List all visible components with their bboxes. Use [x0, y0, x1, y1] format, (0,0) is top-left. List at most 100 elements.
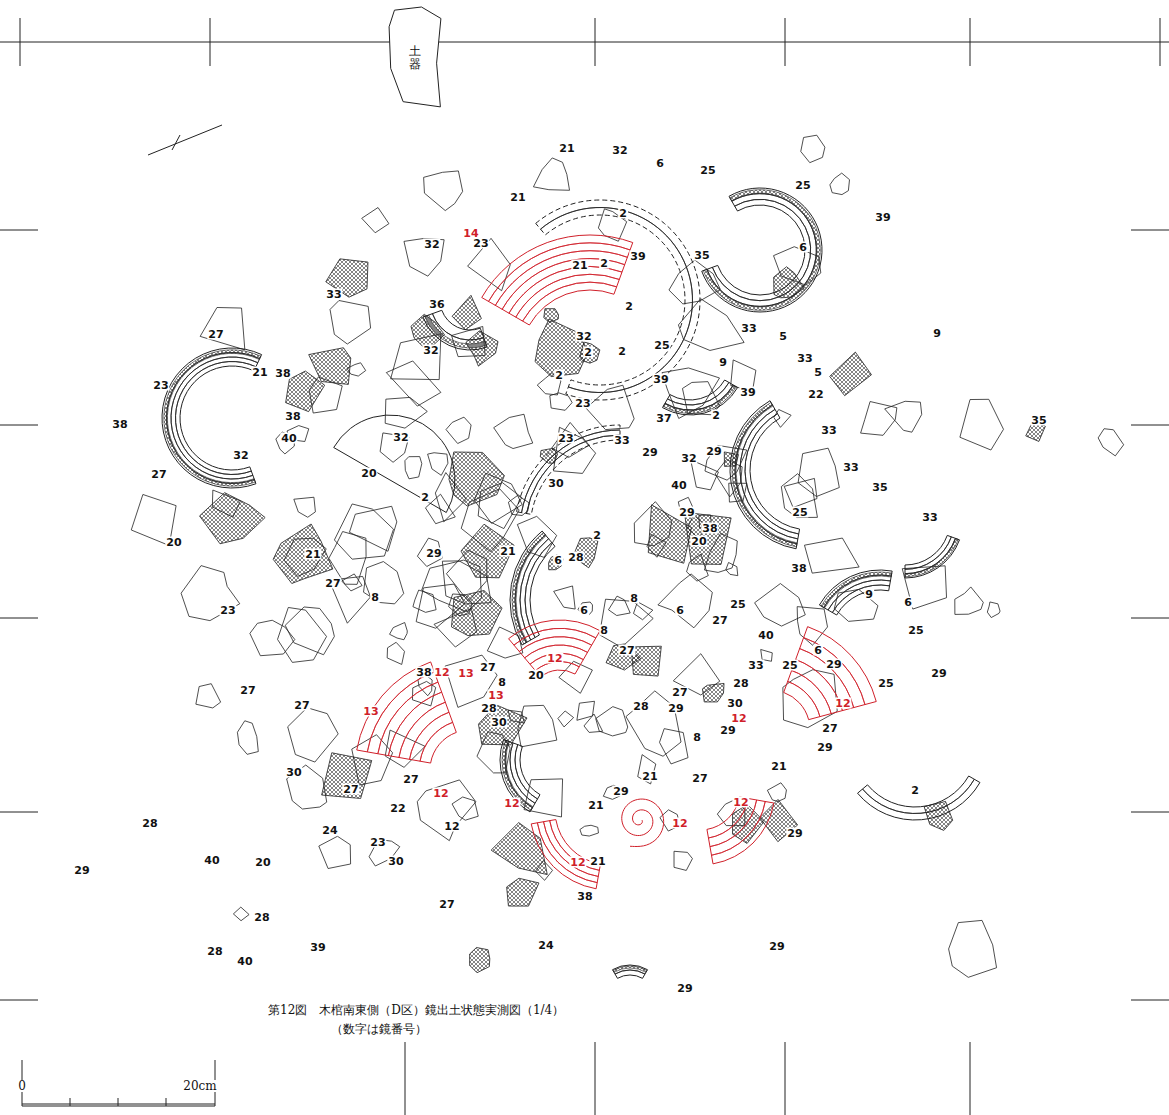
mirror-number: 21	[571, 260, 588, 271]
mirror-number: 39	[629, 251, 646, 262]
mirror-number: 23	[152, 380, 169, 391]
mirror-number: 27	[293, 700, 310, 711]
mirror-number: 33	[796, 353, 813, 364]
fragment-outline	[704, 533, 737, 572]
fragment-outline	[413, 590, 436, 612]
mirror-number: 23	[472, 238, 489, 249]
fragment-outline	[470, 947, 490, 972]
mirror-number: 29	[425, 548, 442, 559]
mirror-fragment	[517, 425, 620, 514]
scale-label: 20cm	[182, 1080, 217, 1092]
fragment-outline	[452, 797, 478, 820]
mirror-number: 35	[1030, 415, 1047, 426]
mirror-number: 20	[527, 670, 544, 681]
mirror-number: 6	[675, 605, 685, 616]
fragment-outline	[278, 607, 327, 662]
mirror-fragment	[784, 627, 877, 720]
fragment-outline	[606, 644, 641, 670]
spiral-pattern	[622, 799, 664, 846]
mirror-number: 27	[618, 645, 635, 656]
sherd-label: 土器	[409, 45, 421, 71]
section-mark	[148, 125, 222, 155]
fragment-outline	[196, 684, 221, 708]
fragment-outline	[949, 920, 997, 977]
fragment-outline	[449, 594, 473, 616]
mirror-fragment	[357, 662, 457, 763]
mirror-number: 9	[718, 357, 728, 368]
mirror-number: 21	[587, 800, 604, 811]
fragment-outline	[580, 825, 599, 836]
mirror-number: 6	[813, 645, 823, 656]
mirror-fragment	[858, 776, 980, 820]
fragment-outline	[578, 602, 592, 615]
fragment-outline	[288, 708, 338, 762]
mirror-number: 32	[422, 345, 439, 356]
fragment-outline	[233, 907, 249, 921]
fragment-outline	[801, 135, 825, 162]
mirror-number: 40	[757, 630, 774, 641]
figure-caption: 第12図 木棺南東側（D区）鏡出土状態実測図（1/4）	[268, 1003, 564, 1017]
mirror-number: 5	[778, 331, 788, 342]
mirror-number: 8	[599, 625, 609, 636]
fragment-outline	[349, 506, 396, 551]
mirror-number: 13	[487, 690, 504, 701]
fragment-outline	[442, 561, 491, 604]
mirror-number: 2	[583, 347, 593, 358]
mirror-number: 23	[219, 605, 236, 616]
mirror-number: 28	[632, 701, 649, 712]
mirror-number: 8	[692, 732, 702, 743]
mirror-number: 25	[781, 660, 798, 671]
fragment-outline	[294, 497, 316, 517]
fragment-outline	[364, 562, 404, 604]
mirror-number: 23	[369, 837, 386, 848]
fragment-outline	[404, 238, 444, 276]
mirror-number: 39	[652, 374, 669, 385]
fragment-outline	[687, 554, 709, 581]
mirror-number: 27	[821, 723, 838, 734]
mirror-number: 37	[655, 413, 672, 424]
mirror-number: 6	[553, 555, 563, 566]
mirror-number: 28	[141, 818, 158, 829]
fragment-outline	[544, 309, 559, 323]
mirror-number: 29	[612, 786, 629, 797]
mirror-number: 9	[932, 328, 942, 339]
mirror-number: 22	[807, 389, 824, 400]
mirror-number: 29	[768, 941, 785, 952]
mirror-number: 25	[791, 507, 808, 518]
mirror-number: 22	[389, 803, 406, 814]
mirror-number: 29	[667, 703, 684, 714]
mirror-number: 28	[206, 946, 223, 957]
mirror-fragment	[500, 739, 540, 811]
fragment-outline	[417, 538, 442, 566]
mirror-number: 12	[443, 821, 460, 832]
fragment-outline	[554, 586, 576, 609]
mirror-number: 21	[304, 549, 321, 560]
fragment-outline	[250, 620, 295, 655]
mirror-fragment	[531, 820, 600, 889]
mirror-number: 30	[285, 767, 302, 778]
fragment-outline	[452, 295, 481, 330]
mirror-number: 38	[274, 368, 291, 379]
mirror-number: 29	[678, 507, 695, 518]
mirror-number: 30	[490, 717, 507, 728]
fragment-outline	[533, 158, 569, 190]
fragment-outline	[798, 448, 839, 496]
mirror-number: 25	[877, 678, 894, 689]
mirror-number: 25	[794, 180, 811, 191]
fragment-outline	[386, 361, 441, 406]
mirror-number: 39	[309, 942, 326, 953]
mirror-number: 40	[670, 480, 687, 491]
mirror-number: 21	[770, 761, 787, 772]
fragment-outline	[494, 414, 533, 448]
fragment-outline	[322, 753, 372, 799]
mirror-number: 12	[432, 788, 449, 799]
mirror-number: 21	[509, 192, 526, 203]
mirror-number: 28	[567, 552, 584, 563]
mirror-number: 25	[907, 625, 924, 636]
mirror-fragment	[162, 348, 262, 488]
mirror-number: 39	[874, 212, 891, 223]
mirror-number: 12	[730, 713, 747, 724]
fragment-outline	[658, 574, 712, 628]
mirror-number: 27	[324, 578, 341, 589]
